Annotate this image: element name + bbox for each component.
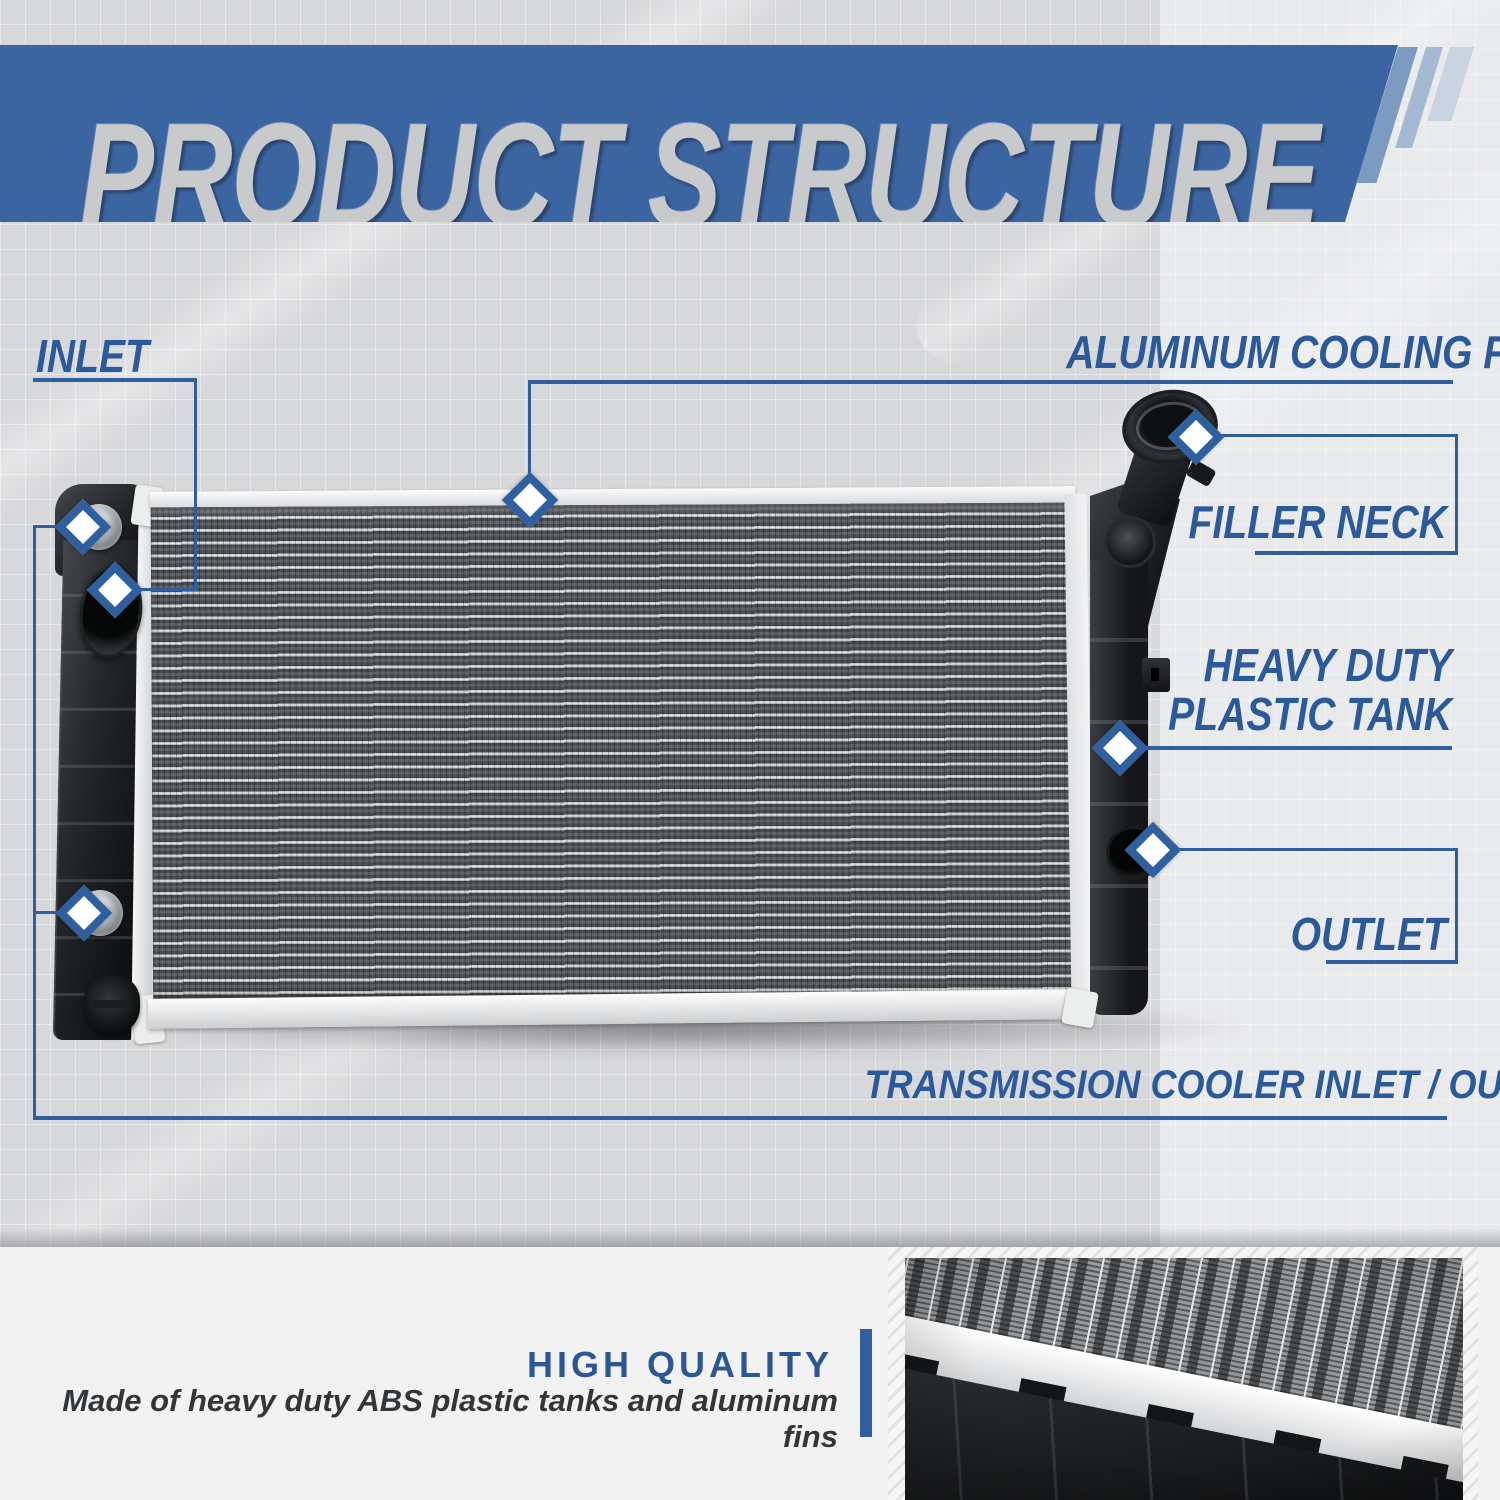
radiator-closeup-photo (905, 1258, 1463, 1500)
leader-line-trans-top (33, 525, 67, 528)
leader-line-inlet-underline (33, 378, 197, 382)
callout-label-aluminum-cooling-fins: ALUMINUM COOLING FINS (1066, 326, 1500, 378)
leader-line-trans-bottom (33, 911, 68, 914)
callout-label-inlet: INLET (36, 330, 149, 382)
leader-line-outlet-horizontal (1168, 848, 1458, 851)
tank-cap-boss (1104, 516, 1156, 568)
leader-line-trans-vertical (33, 525, 36, 1119)
radiator-core-fins (150, 502, 1074, 1002)
leader-line-filler-underline (1255, 551, 1458, 555)
leader-line-fins-underline (528, 380, 1453, 384)
callout-label-heavy-duty-line2: PLASTIC TANK (1168, 687, 1452, 740)
callout-label-heavy-duty-line1: HEAVY DUTY (1203, 639, 1452, 691)
leader-line-outlet-vertical (1455, 848, 1458, 964)
radiator-corner-bracket (1061, 987, 1099, 1029)
leader-line-outlet-underline (1326, 960, 1458, 964)
leader-line-filler-vertical (1455, 434, 1458, 555)
leader-line-trans-underline (33, 1116, 1447, 1120)
callout-label-outlet: OUTLET (1290, 908, 1447, 960)
drain-plug (84, 976, 140, 1034)
callout-label-heavy-duty-plastic-tank: HEAVY DUTY PLASTIC TANK (1153, 641, 1452, 739)
callout-label-filler-neck: FILLER NECK (1188, 496, 1447, 548)
quality-heading: HIGH QUALITY (527, 1344, 833, 1385)
quality-accent-bar (860, 1329, 872, 1437)
radiator-right-tank (1090, 560, 1148, 1015)
leader-line-inlet-vertical (194, 378, 197, 590)
closeup-vignette (905, 1258, 1463, 1500)
page-title: PRODUCT STRUCTURE (80, 93, 1320, 258)
leader-line-inlet-horizontal (128, 588, 198, 591)
leader-line-filler-horizontal (1212, 434, 1458, 437)
title-banner: PRODUCT STRUCTURE (0, 45, 1398, 222)
tank-mount-tab (1142, 658, 1170, 692)
leader-line-fins-vertical (528, 382, 531, 486)
section-divider-shadow (0, 1228, 1500, 1247)
leader-line-tank-horizontal (1136, 746, 1452, 750)
callout-label-transmission-cooler: TRANSMISSION COOLER INLET / OUTLET (864, 1063, 1500, 1107)
quality-subtitle: Made of heavy duty ABS plastic tanks and… (62, 1383, 838, 1454)
